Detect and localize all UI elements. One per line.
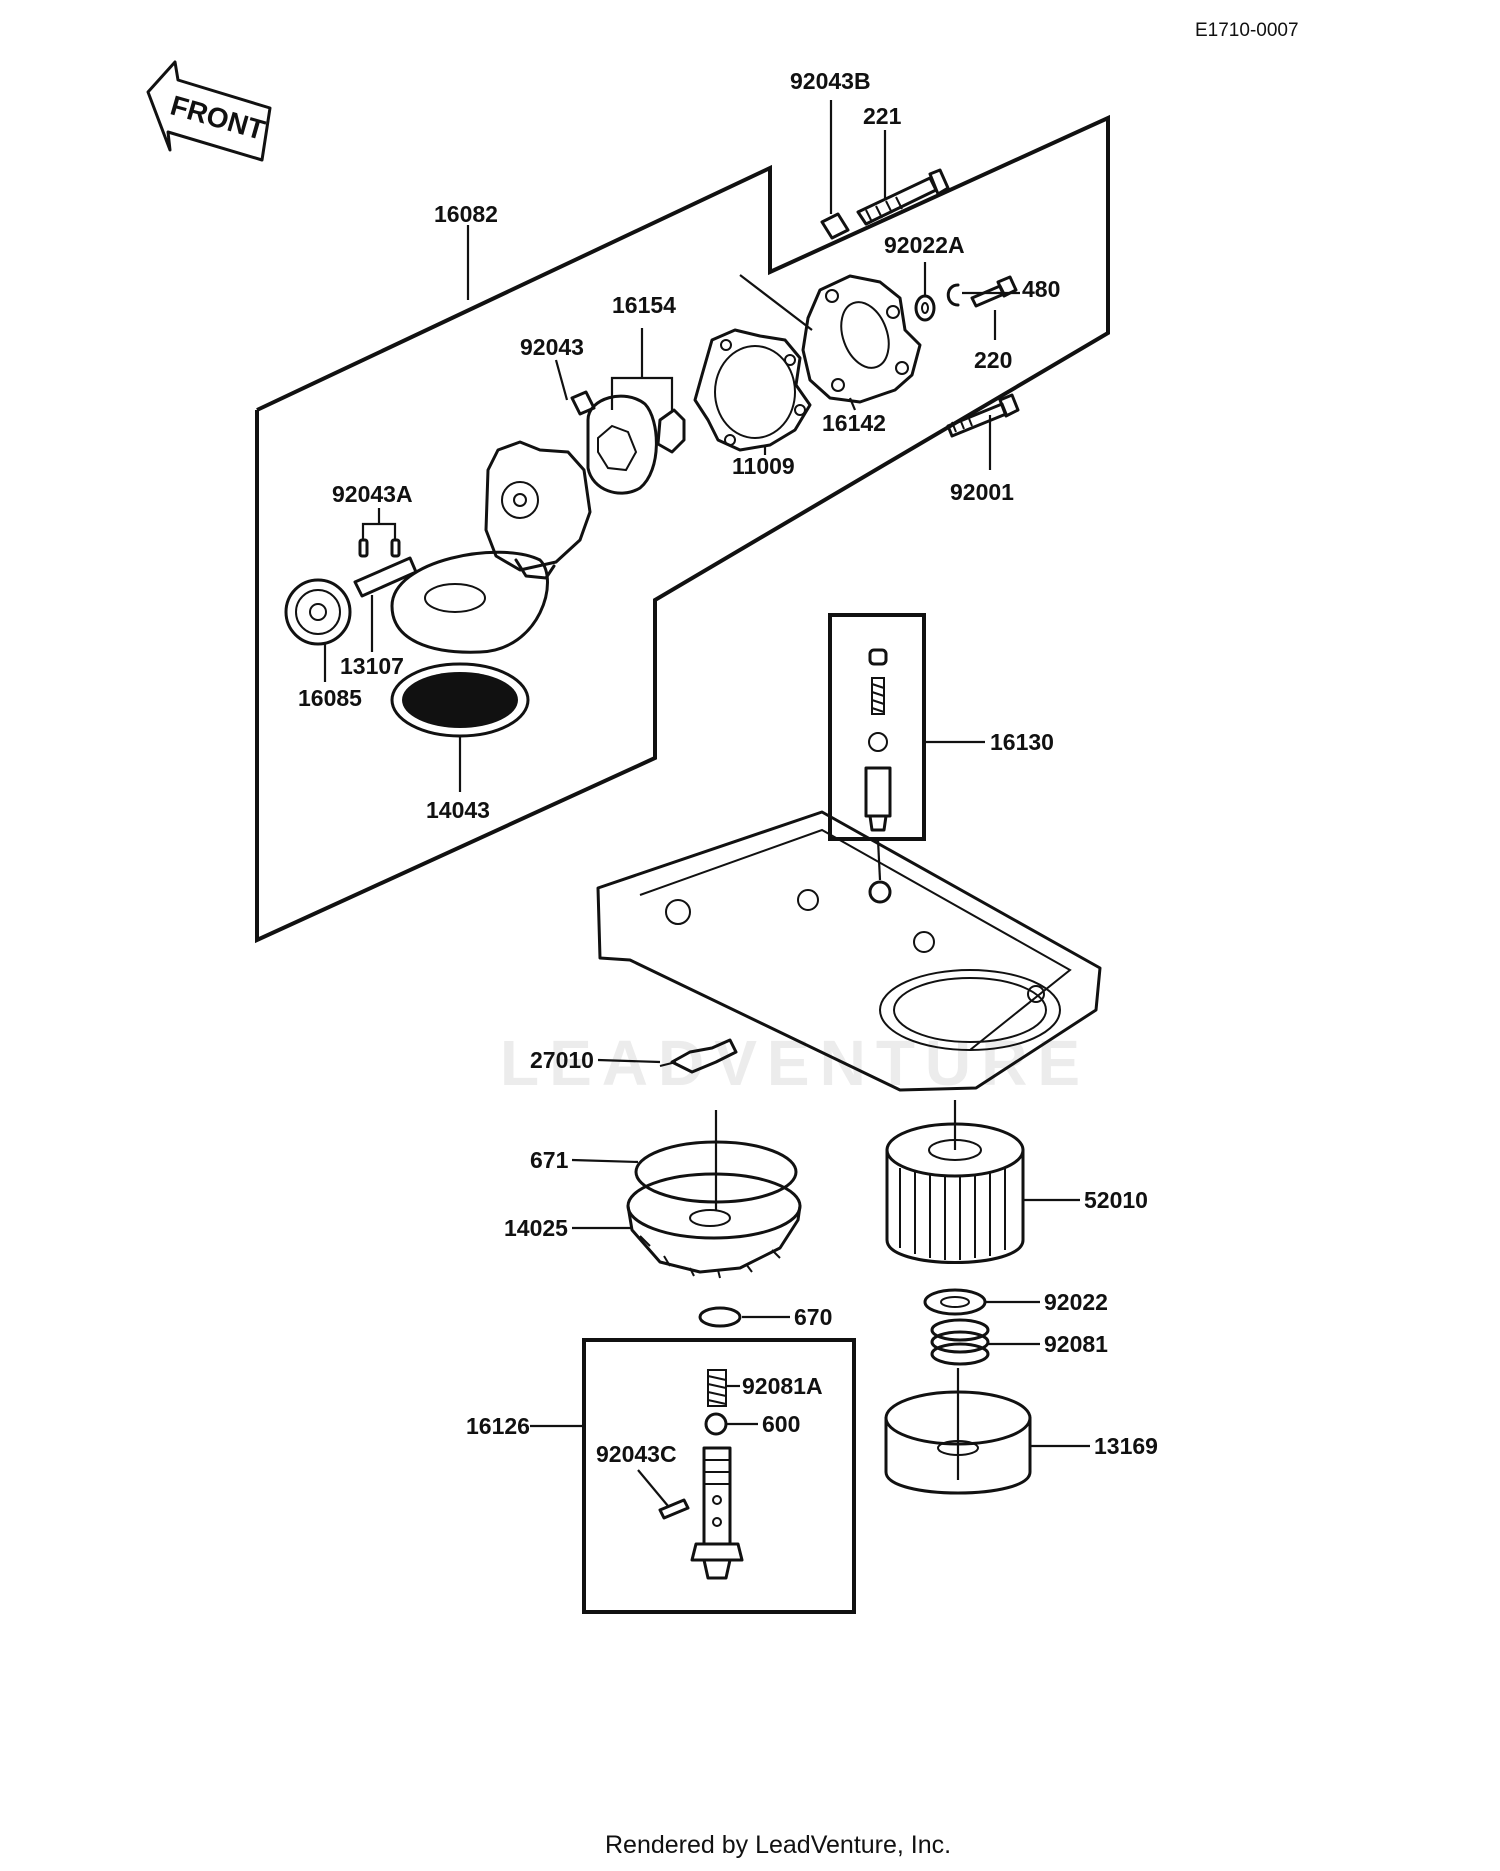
label-16130: 16130 xyxy=(990,729,1054,755)
label-671: 671 xyxy=(530,1147,569,1173)
pin-92043C xyxy=(658,1498,690,1520)
dowel-92043B xyxy=(820,212,850,240)
leader-92043 xyxy=(554,359,569,401)
label-221: 221 xyxy=(863,103,902,129)
rotor-16154 xyxy=(586,394,686,495)
label-92001: 92001 xyxy=(950,479,1014,505)
front-arrow-icon: FRONT xyxy=(146,60,272,162)
washer-92022A xyxy=(914,294,936,322)
label-16082: 16082 xyxy=(434,201,498,227)
oil-pump-assembly-outline xyxy=(255,114,1110,944)
label-16142: 16142 xyxy=(822,410,886,436)
label-27010: 27010 xyxy=(530,1047,594,1073)
oil-screen-14043 xyxy=(390,662,530,738)
label-670: 670 xyxy=(794,1304,832,1330)
leader-27010 xyxy=(597,1058,661,1064)
label-92043: 92043 xyxy=(520,334,584,360)
leader-16142 xyxy=(848,397,857,411)
relief-valve-box-16130 xyxy=(828,613,926,841)
leader-92043C xyxy=(637,1469,669,1507)
spring-92081 xyxy=(930,1318,990,1366)
dowel-92043 xyxy=(570,390,596,416)
relief-valve-16130 xyxy=(864,648,892,832)
label-14025: 14025 xyxy=(504,1215,568,1241)
label-92043A: 92043A xyxy=(332,481,413,507)
o-ring-670 xyxy=(698,1306,742,1328)
leader-16142-a xyxy=(739,274,813,331)
washer-92022-hole xyxy=(940,1296,970,1308)
label-92022A: 92022A xyxy=(884,232,965,258)
clip-480 xyxy=(946,283,960,307)
ball-600 xyxy=(704,1412,728,1436)
pins-92043A xyxy=(358,538,401,558)
label-92022: 92022 xyxy=(1044,1289,1108,1315)
label-16126: 16126 xyxy=(466,1413,530,1439)
label-92081A: 92081A xyxy=(742,1373,823,1399)
bypass-valve-body xyxy=(690,1446,744,1580)
pump-body xyxy=(390,440,592,654)
bolt-221 xyxy=(856,168,950,226)
spring-92081A xyxy=(707,1369,727,1407)
bolt-92001 xyxy=(946,393,1020,438)
filter-cover-14025 xyxy=(626,1172,802,1279)
bypass-valve-box-16126 xyxy=(582,1338,856,1614)
label-16154: 16154 xyxy=(612,292,676,318)
pump-cover-16142 xyxy=(801,274,922,404)
gasket-11009 xyxy=(693,328,812,452)
oil-pan xyxy=(596,810,1102,1092)
label-92081: 92081 xyxy=(1044,1331,1108,1357)
label-14043: 14043 xyxy=(426,797,490,823)
label-220: 220 xyxy=(974,347,1012,373)
sprocket-16085 xyxy=(284,578,352,646)
label-52010: 52010 xyxy=(1084,1187,1148,1213)
label-13169: 13169 xyxy=(1094,1433,1158,1459)
label-13107: 13107 xyxy=(340,653,404,679)
footer-credit: Rendered by LeadVenture, Inc. xyxy=(605,1831,951,1859)
label-11009: 11009 xyxy=(732,453,795,479)
leader-16130-down xyxy=(876,839,882,881)
washer-92022 xyxy=(923,1288,987,1316)
shaft-13107 xyxy=(353,556,418,598)
reference-code: E1710-0007 xyxy=(1195,20,1299,41)
oil-switch-27010 xyxy=(659,1038,738,1074)
label-480: 480 xyxy=(1022,276,1060,302)
label-16085: 16085 xyxy=(298,685,362,711)
label-92043C: 92043C xyxy=(596,1441,677,1467)
leader-671 xyxy=(571,1158,639,1164)
washer-92022A-hole xyxy=(921,302,929,314)
label-92043B: 92043B xyxy=(790,68,871,94)
bolt-220 xyxy=(970,275,1018,308)
leader-92043A-bracket xyxy=(361,522,397,540)
label-600: 600 xyxy=(762,1411,800,1437)
